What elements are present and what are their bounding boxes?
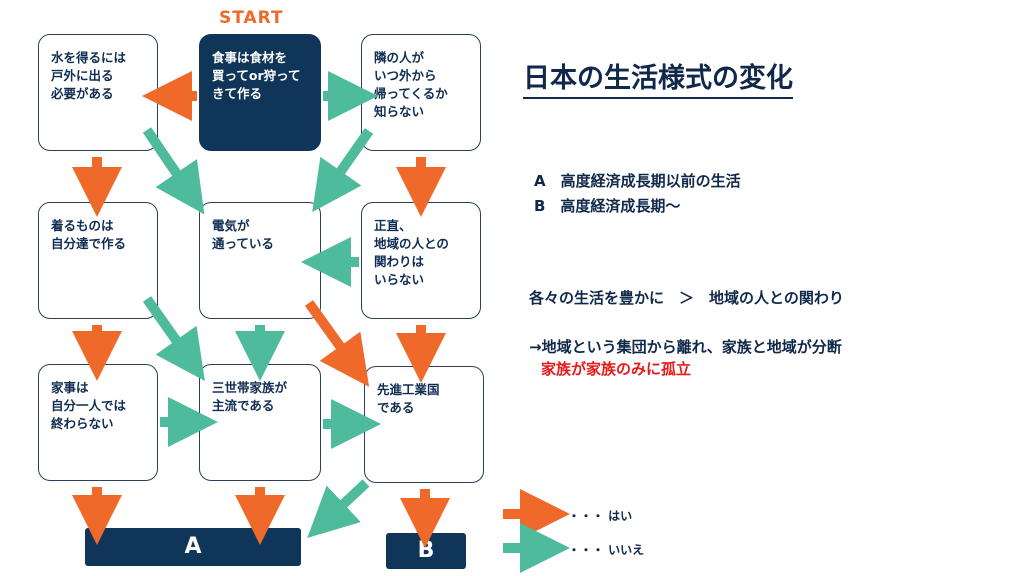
node-housework: 家事は 自分一人では 終わらない (38, 364, 158, 481)
legend-yes-label: ・・・ はい (568, 509, 633, 523)
node-electric: 電気が 通っている (199, 202, 321, 319)
node-honest: 正直、 地域の人との 関わりは いらない (361, 202, 481, 319)
legend-no-label: ・・・ いいえ (568, 543, 645, 557)
conclusion-text: →地域という集団から離れ、家族と地域が分断 (529, 338, 842, 356)
start-label: START (219, 8, 284, 28)
arrow-clothes-to-threegen (142, 296, 205, 382)
arrow-electric-to-advanced (304, 300, 370, 387)
arrow-advanced-to-a (307, 479, 370, 538)
node-advanced: 先進工業国 である (364, 366, 484, 483)
desc-a: A 高度経済成長期以前の生活 (534, 172, 741, 190)
arrow-water-to-electric (142, 127, 205, 215)
page-title: 日本の生活様式の変化 (523, 56, 793, 99)
comparison-text: 各々の生活を豊かに ＞ 地域の人との関わり (529, 289, 844, 307)
desc-b: B 高度経済成長期〜 (534, 197, 681, 215)
node-clothes: 着るものは 自分達で作る (38, 202, 158, 319)
conclusion-highlight: 家族が家族のみに孤立 (541, 360, 692, 378)
node-start: 食事は食材を 買ってor狩って きて作る (199, 34, 321, 151)
arrow-neighbor-to-electric (312, 128, 374, 213)
